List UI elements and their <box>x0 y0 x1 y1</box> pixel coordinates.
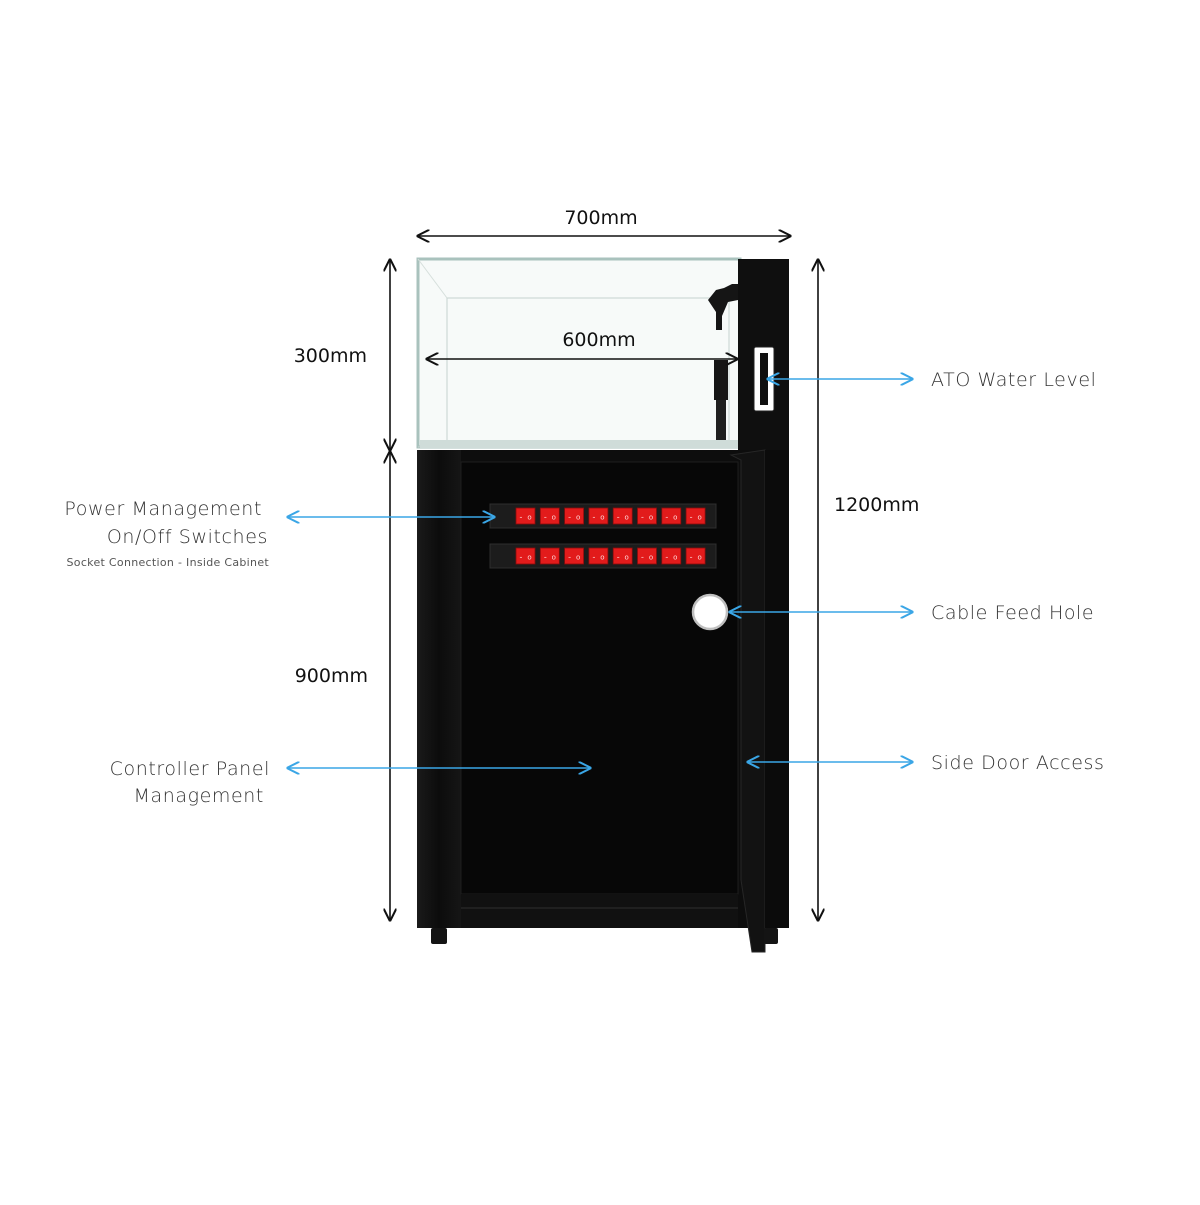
switch-on-symbol: - <box>641 513 644 522</box>
switch-off-symbol: o <box>649 554 653 562</box>
power-switch <box>685 547 706 565</box>
switch-on-symbol: - <box>665 513 668 522</box>
switch-off-symbol: o <box>527 554 531 562</box>
switch-off-symbol: o <box>552 554 556 562</box>
power-switch <box>515 547 536 565</box>
power-switch <box>685 507 706 525</box>
power-switch <box>564 547 584 565</box>
power-switch <box>637 547 657 565</box>
power-switch <box>612 547 633 565</box>
power-switch <box>539 507 560 525</box>
cabinet <box>417 449 789 953</box>
switch-on-symbol: - <box>568 513 571 522</box>
switch-off-symbol: o <box>625 554 629 562</box>
switch-off-symbol: o <box>625 514 629 522</box>
front-door-panel <box>460 461 739 895</box>
ato-slot <box>760 353 768 405</box>
power-switch <box>588 507 609 525</box>
label-cable-hole: Cable Feed Hole <box>931 602 1094 624</box>
label-power-line1: Power Management <box>64 498 262 520</box>
switch-off-symbol: o <box>576 554 580 562</box>
dim-tank-height: 300mm <box>294 345 367 367</box>
dim-cabinet-height: 900mm <box>295 665 368 687</box>
switch-on-symbol: - <box>568 553 571 562</box>
switch-on-symbol: - <box>690 513 693 522</box>
dim-inner-width: 600mm <box>562 329 635 351</box>
power-switch <box>661 547 682 565</box>
switch-off-symbol: o <box>697 554 701 562</box>
cable-feed-hole <box>691 593 729 631</box>
aquarium-tank <box>416 257 789 451</box>
label-ato: ATO Water Level <box>931 369 1096 391</box>
power-switch <box>661 507 682 525</box>
switch-off-symbol: o <box>649 514 653 522</box>
tank-base-glass <box>420 440 738 448</box>
switch-on-symbol: - <box>592 513 595 522</box>
callout-arrows <box>288 379 912 768</box>
switch-on-symbol: - <box>520 553 523 562</box>
power-switch-strips: -o-o-o-o-o-o-o-o-o-o-o-o-o-o-o-o <box>489 503 717 569</box>
switch-on-symbol: - <box>690 553 693 562</box>
power-switch <box>515 507 536 525</box>
switch-on-symbol: - <box>641 553 644 562</box>
power-switch <box>564 507 584 525</box>
cabinet-foot <box>764 928 778 944</box>
power-switch <box>539 547 560 565</box>
cabinet-bottom-rail <box>461 894 738 928</box>
power-switch <box>588 547 609 565</box>
cabinet-left-post <box>417 450 461 928</box>
switch-on-symbol: - <box>544 553 547 562</box>
label-power-subtitle: Socket Connection - Inside Cabinet <box>67 556 270 569</box>
dim-total-height: 1200mm <box>834 494 919 516</box>
switch-off-symbol: o <box>552 514 556 522</box>
tank-glass-outer <box>416 257 742 449</box>
power-switch <box>612 507 633 525</box>
label-controller-line1: Controller Panel <box>110 758 270 780</box>
label-side-door: Side Door Access <box>931 752 1105 774</box>
dimension-lines <box>390 236 818 920</box>
cabinet-foot <box>431 928 447 944</box>
switch-off-symbol: o <box>673 554 677 562</box>
tank-edge-line <box>417 258 448 299</box>
switch-off-symbol: o <box>600 554 604 562</box>
switch-off-symbol: o <box>576 514 580 522</box>
switch-on-symbol: - <box>665 553 668 562</box>
switch-on-symbol: - <box>617 513 620 522</box>
switch-off-symbol: o <box>697 514 701 522</box>
cabinet-right-post <box>765 450 789 928</box>
pipe-fitting <box>714 360 728 400</box>
return-nozzle <box>708 284 738 330</box>
switch-off-symbol: o <box>527 514 531 522</box>
label-controller-line2: Management <box>133 785 264 807</box>
switch-on-symbol: - <box>544 513 547 522</box>
power-switch <box>637 507 657 525</box>
switch-on-symbol: - <box>520 513 523 522</box>
switch-off-symbol: o <box>673 514 677 522</box>
switch-on-symbol: - <box>617 553 620 562</box>
dim-total-width: 700mm <box>564 207 637 229</box>
switch-on-symbol: - <box>592 553 595 562</box>
label-power-line2: On/Off Switches <box>107 526 268 548</box>
pipe-fitting <box>716 400 726 440</box>
switch-off-symbol: o <box>600 514 604 522</box>
